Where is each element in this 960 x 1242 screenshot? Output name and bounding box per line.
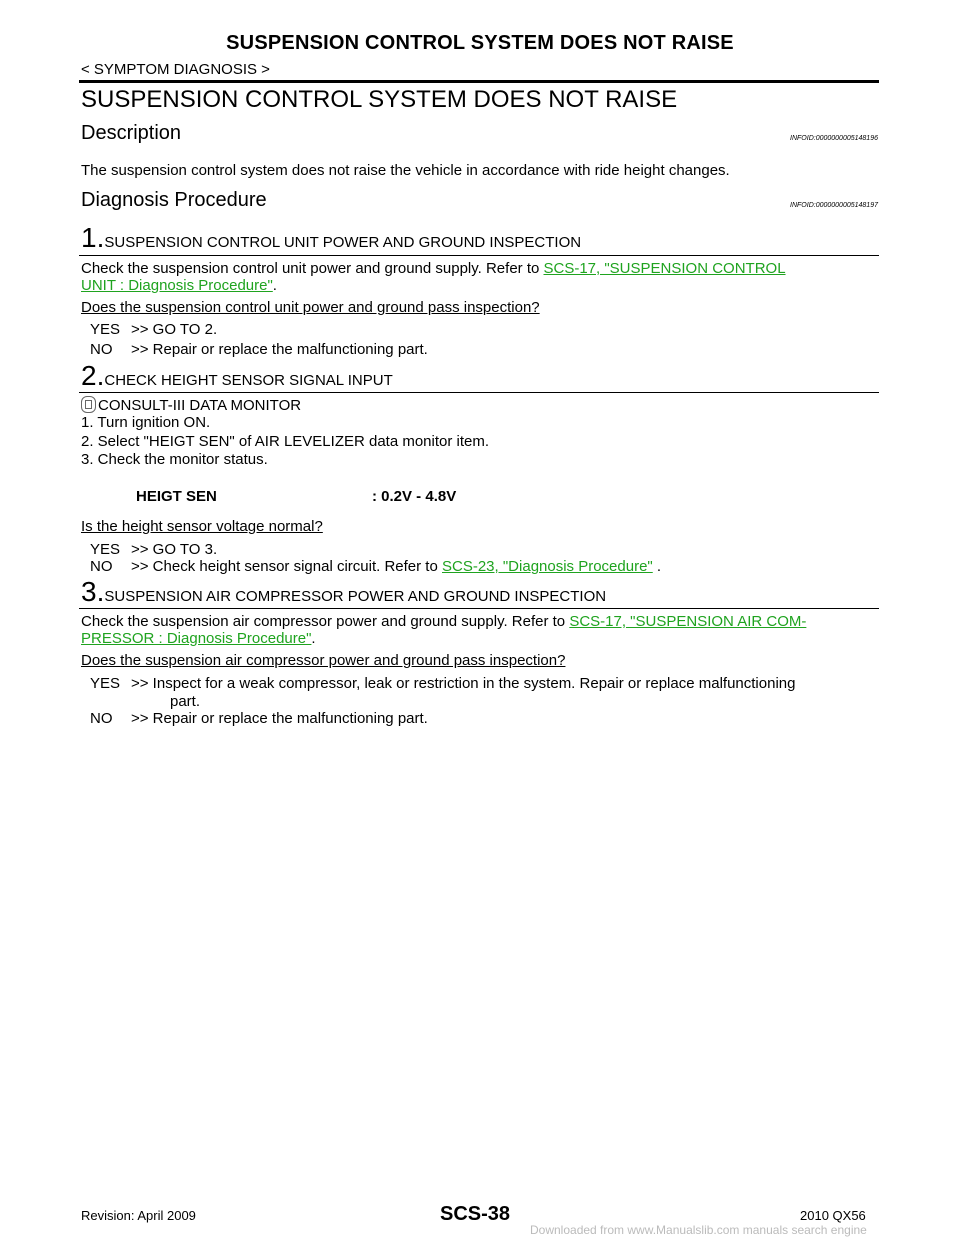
step-3-heading: 3.SUSPENSION AIR COMPRESSOR POWER AND GR… xyxy=(81,578,606,606)
link-scs-17-control-unit-cont[interactable]: UNIT : Diagnosis Procedure" xyxy=(81,277,273,294)
step-2-no-key: NO xyxy=(90,558,113,575)
step-3-no-key: NO xyxy=(90,710,113,727)
step-2-item: 3. Check the monitor status. xyxy=(81,451,268,468)
spec-name: HEIGT SEN xyxy=(136,488,217,505)
link-scs-17-air-compressor[interactable]: SCS-17, "SUSPENSION AIR COM- xyxy=(569,613,807,630)
description-infoid: INFOID:0000000005148196 xyxy=(790,135,878,142)
running-header-title: SUSPENSION CONTROL SYSTEM DOES NOT RAISE xyxy=(226,32,734,54)
step-1-instruction: Check the suspension control unit power … xyxy=(81,260,786,277)
step-2-heading: 2.CHECK HEIGHT SENSOR SIGNAL INPUT xyxy=(81,362,393,390)
footer-revision: Revision: April 2009 xyxy=(81,1208,196,1223)
step-1-yes-key: YES xyxy=(90,321,121,338)
description-heading: Description xyxy=(81,122,182,144)
breadcrumb: < SYMPTOM DIAGNOSIS > xyxy=(81,61,270,78)
link-scs-23[interactable]: SCS-23, "Diagnosis Procedure" xyxy=(442,558,653,575)
step-2-no-line: >> Check height sensor signal circuit. R… xyxy=(131,558,662,575)
step-3-rule xyxy=(79,608,879,609)
step-3-yes-key: YES xyxy=(90,675,121,692)
footer-model: 2010 QX56 xyxy=(800,1208,866,1223)
watermark: Downloaded from www.Manualslib.com manua… xyxy=(530,1223,867,1237)
step-3-yes-text: >> Inspect for a weak compressor, leak o… xyxy=(131,675,796,692)
spec-value: : 0.2V - 4.8V xyxy=(372,488,457,505)
step-3-no-text: >> Repair or replace the malfunctioning … xyxy=(131,710,428,727)
step-2-item: 1. Turn ignition ON. xyxy=(81,414,211,431)
step-1-instruction-cont: UNIT : Diagnosis Procedure". xyxy=(81,277,277,294)
step-1-no-key: NO xyxy=(90,341,113,358)
diagnosis-infoid: INFOID:0000000005148197 xyxy=(790,202,878,209)
step-1-heading: 1.SUSPENSION CONTROL UNIT POWER AND GROU… xyxy=(81,224,581,252)
description-text: The suspension control system does not r… xyxy=(81,162,730,179)
step-3-instruction: Check the suspension air compressor powe… xyxy=(81,613,807,630)
step-3-question: Does the suspension air compressor power… xyxy=(81,652,566,669)
consult-line: CONSULT-III DATA MONITOR xyxy=(81,396,301,414)
link-scs-17-control-unit[interactable]: SCS-17, "SUSPENSION CONTROL xyxy=(543,260,786,277)
step-3-title: SUSPENSION AIR COMPRESSOR POWER AND GROU… xyxy=(104,588,607,605)
step-1-number: 1. xyxy=(81,222,105,253)
header-divider xyxy=(79,80,879,83)
step-1-no-text: >> Repair or replace the malfunctioning … xyxy=(131,341,428,358)
step-3-number: 3. xyxy=(81,576,105,607)
step-2-title: CHECK HEIGHT SENSOR SIGNAL INPUT xyxy=(104,372,393,389)
diagnosis-heading: Diagnosis Procedure xyxy=(81,189,267,211)
step-1-rule xyxy=(79,255,879,256)
consult-icon xyxy=(81,396,96,413)
step-1-yes-text: >> GO TO 2. xyxy=(131,321,218,338)
step-2-yes-key: YES xyxy=(90,541,121,558)
step-2-number: 2. xyxy=(81,360,105,391)
step-1-question: Does the suspension control unit power a… xyxy=(81,299,540,316)
step-2-yes-text: >> GO TO 3. xyxy=(131,541,218,558)
step-1-title: SUSPENSION CONTROL UNIT POWER AND GROUND… xyxy=(104,234,582,251)
step-2-question: Is the height sensor voltage normal? xyxy=(81,518,323,535)
step-3-yes-text-cont: part. xyxy=(170,693,201,710)
page-title: SUSPENSION CONTROL SYSTEM DOES NOT RAISE xyxy=(81,86,678,113)
step-2-item: 2. Select "HEIGT SEN" of AIR LEVELIZER d… xyxy=(81,433,490,450)
step-2-rule xyxy=(79,392,879,393)
link-scs-17-air-compressor-cont[interactable]: PRESSOR : Diagnosis Procedure" xyxy=(81,630,312,647)
step-3-instruction-cont: PRESSOR : Diagnosis Procedure". xyxy=(81,630,316,647)
page-number: SCS-38 xyxy=(440,1203,511,1225)
